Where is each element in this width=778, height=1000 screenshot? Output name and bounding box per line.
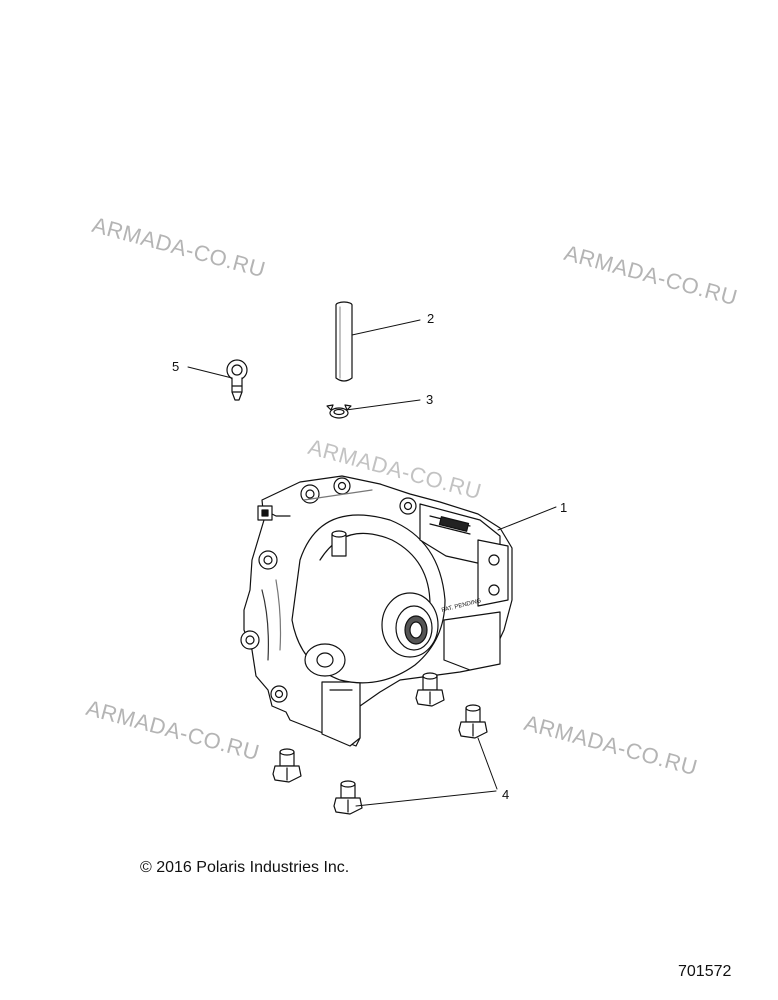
mounting-bolt xyxy=(272,672,488,815)
document-number: 701572 xyxy=(678,963,732,980)
leader-line-1 xyxy=(497,506,557,531)
vent-fitting xyxy=(226,359,248,401)
callout-3: 3 xyxy=(426,392,434,407)
hose-clamp xyxy=(326,404,352,419)
gearcase-assembly xyxy=(240,475,513,747)
vent-hose xyxy=(335,301,353,382)
leader-line-2 xyxy=(351,319,421,336)
callout-1: 1 xyxy=(560,500,568,515)
leader-line-3 xyxy=(345,399,421,411)
copyright-notice: © 2016 Polaris Industries Inc. xyxy=(140,859,350,876)
leader-line-4a xyxy=(355,790,497,807)
leader-line-4b xyxy=(477,737,498,790)
callout-4: 4 xyxy=(502,787,510,802)
leader-line-5 xyxy=(187,366,233,379)
callout-2: 2 xyxy=(427,311,435,326)
leader-lines xyxy=(187,319,557,807)
callout-5: 5 xyxy=(172,359,180,374)
